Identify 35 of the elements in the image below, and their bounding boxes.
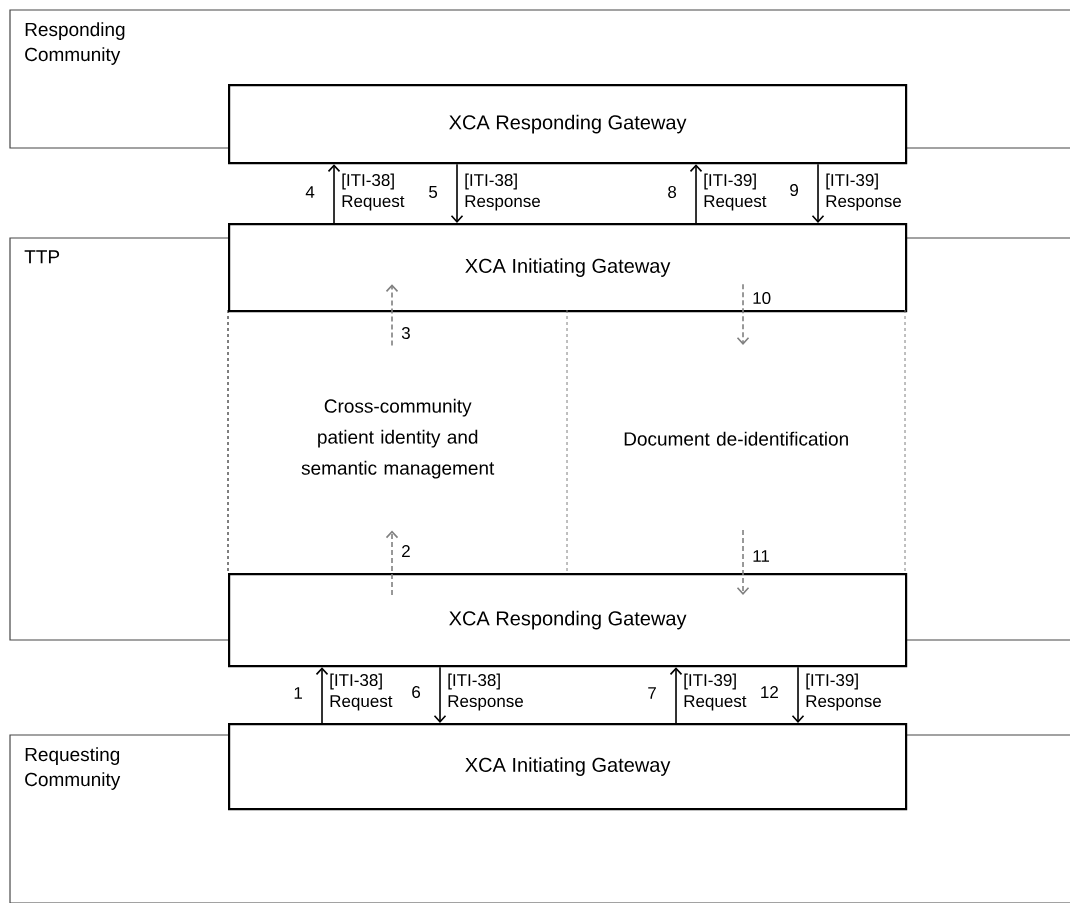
arrow bbox=[791, 666, 805, 723]
arrow bbox=[433, 666, 447, 723]
gateway-box: XCA Initiating Gateway bbox=[228, 723, 908, 811]
arrow bbox=[811, 163, 825, 223]
edge-label: [ITI-38] Response bbox=[448, 673, 523, 711]
edge-label: [ITI-39] Request bbox=[704, 173, 767, 211]
edge-label: [ITI-38] Response bbox=[465, 173, 540, 211]
edge-label: [ITI-39] Response bbox=[806, 673, 881, 711]
step-number: 8 bbox=[668, 186, 677, 199]
arrow bbox=[736, 283, 750, 345]
step-number: 11 bbox=[753, 550, 770, 562]
arrow bbox=[450, 163, 464, 223]
edge-label: [ITI-38] Request bbox=[342, 173, 405, 211]
arrow bbox=[736, 529, 750, 595]
arrow bbox=[689, 164, 703, 224]
step-number: 3 bbox=[401, 327, 410, 340]
arrow bbox=[669, 667, 683, 724]
gateway-box: XCA Responding Gateway bbox=[228, 573, 908, 668]
arrow bbox=[327, 164, 341, 224]
step-number: 6 bbox=[412, 686, 421, 699]
arrow bbox=[315, 667, 329, 724]
gateway-box: XCA Responding Gateway bbox=[228, 84, 908, 165]
arrow bbox=[385, 284, 399, 347]
step-number: 2 bbox=[402, 545, 410, 557]
edge-label: [ITI-39] Response bbox=[826, 173, 901, 211]
step-number: 10 bbox=[753, 292, 771, 305]
step-number: 4 bbox=[305, 186, 315, 198]
arrow bbox=[385, 530, 399, 596]
step-number: 12 bbox=[761, 686, 778, 698]
step-number: 5 bbox=[429, 186, 438, 198]
edge-label: [ITI-38] Request bbox=[330, 673, 393, 711]
step-number: 9 bbox=[790, 184, 798, 197]
edge-label: [ITI-39] Request bbox=[684, 673, 747, 711]
step-number: 7 bbox=[648, 687, 656, 699]
step-number: 1 bbox=[294, 687, 302, 699]
